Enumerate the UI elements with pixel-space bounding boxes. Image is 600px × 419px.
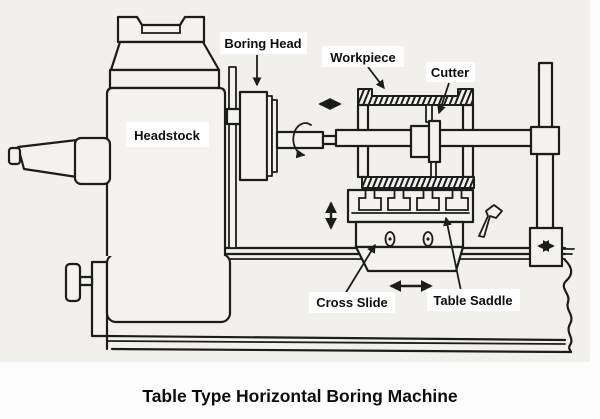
work-table [346,188,475,224]
boring-head-slide-post [225,66,243,249]
cutter-blade [427,119,442,164]
spindle-rotation-arrow [292,122,312,159]
diagram-title: Table Type Horizontal Boring Machine [142,386,458,406]
bed-broken-edge [562,258,573,354]
end-support-column [528,61,575,268]
handle-shaft [78,275,94,287]
headstock-label: Headstock [134,128,201,143]
column-base-block [528,226,564,268]
spindle [275,130,338,150]
spindle-coupling [321,134,338,146]
workpiece-label: Workpiece [330,50,396,65]
cutter [409,104,442,178]
workpiece-top-flange [357,88,474,106]
column-bearing-block [529,125,561,156]
machine-bed [105,258,573,354]
diagram-labels: Boring Head Workpiece Cutter Headstock C… [126,32,520,313]
table-clamp-hook [478,204,503,238]
workpiece-bottom-flange [361,176,475,189]
boring-head-label: Boring Head [224,36,301,51]
handle-knob [64,262,82,303]
label-leader-arrows [252,55,462,295]
table-saddle-label: Table Saddle [433,293,512,308]
cutter-label: Cutter [431,65,469,80]
boring-head [238,90,278,182]
headstock-base [64,252,232,338]
motor-block [73,136,112,186]
headstock-body [105,86,227,256]
cross-slide-label: Cross Slide [316,295,388,310]
